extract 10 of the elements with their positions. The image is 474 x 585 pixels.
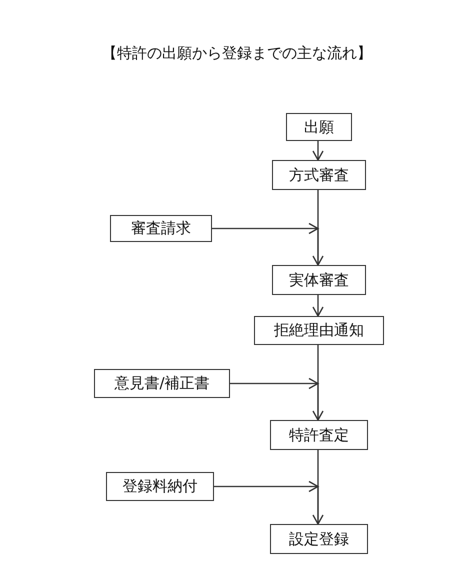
process-box: 拒絶理由通知 (254, 316, 384, 345)
process-box: 方式審査 (272, 160, 366, 190)
process-box: 実体審査 (272, 265, 366, 295)
process-box: 審査請求 (110, 215, 212, 242)
process-box: 特許査定 (270, 420, 368, 450)
title: 【特許の出願から登録までの主な流れ】 (102, 44, 372, 62)
process-box: 設定登録 (270, 524, 368, 554)
process-box: 出願 (286, 113, 352, 141)
process-box: 登録料納付 (106, 472, 214, 501)
process-box: 意見書/補正書 (94, 369, 230, 398)
